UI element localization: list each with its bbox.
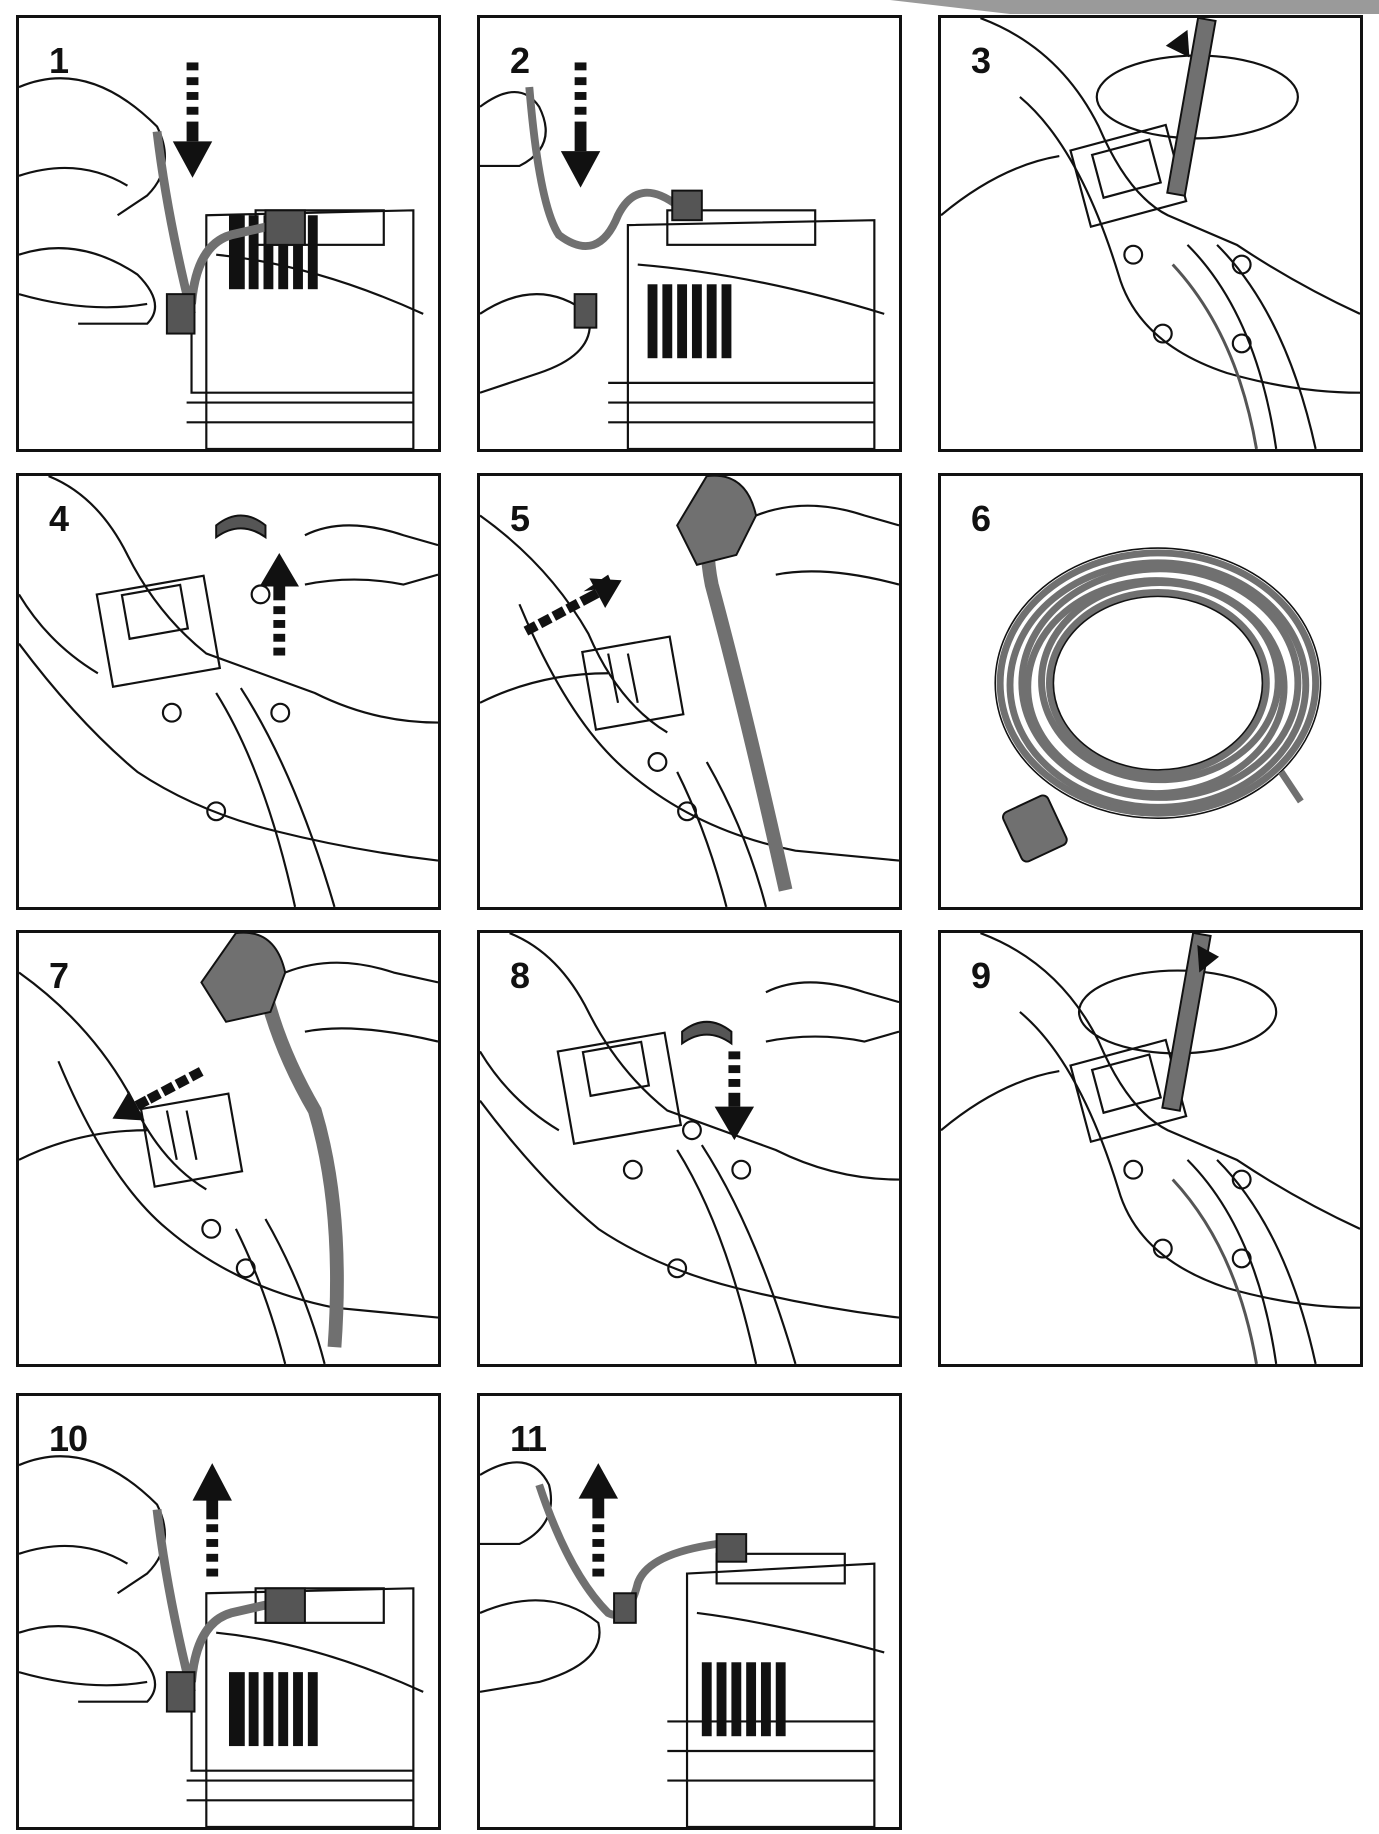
step-number: 10 [49,1418,88,1459]
step-number: 1 [49,40,69,81]
step-number: 8 [510,955,530,996]
cable-remove-clip-illustration [480,62,885,449]
step-panel-7: 7 [16,930,441,1367]
step-panel-11: 11 [477,1393,902,1830]
step-number: 11 [510,1418,547,1459]
step-panel-4: 4 [16,473,441,910]
coiled-cable-illustration [994,547,1322,863]
screw-loosen-illustration [941,18,1360,449]
step-number: 3 [971,40,991,81]
corner-decoration [890,0,1379,14]
plug-insert-illustration [19,933,438,1364]
step-number: 4 [49,498,69,539]
clamp-place-illustration [480,933,899,1364]
step-number: 5 [510,498,530,539]
cable-insert-illustration [19,62,424,449]
step-panel-10: 10 [16,1393,441,1830]
step-panel-2: 2 [477,15,902,452]
cable-pull-out-illustration [19,1455,424,1827]
step-number: 2 [510,40,530,81]
screw-tighten-illustration [941,933,1360,1364]
clamp-lift-illustration [19,476,438,907]
step-number: 7 [49,955,69,996]
step-panel-9: 9 [938,930,1363,1367]
step-panel-1: 1 [16,15,441,452]
step-panel-3: 3 [938,15,1363,452]
step-number: 6 [971,498,991,539]
step-panel-5: 5 [477,473,902,910]
step-number: 9 [971,955,991,996]
plug-unplug-illustration [480,476,899,907]
step-panel-6: 6 [938,473,1363,910]
step-panel-8: 8 [477,930,902,1367]
cable-pull-out-clip-illustration [480,1461,885,1827]
